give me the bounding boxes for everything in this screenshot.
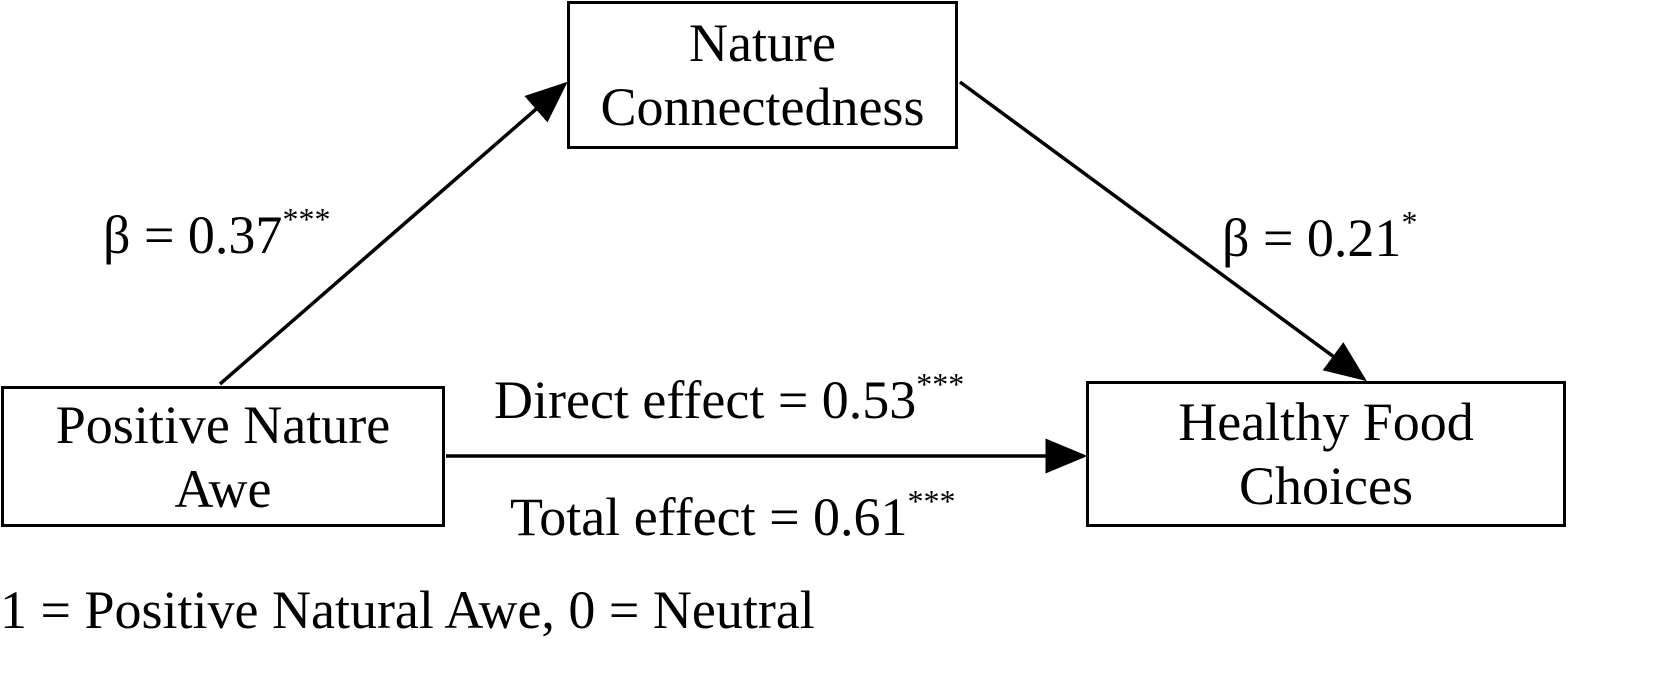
predictor-label-line-1: Positive Nature	[55, 394, 391, 455]
outcome-box-healthy-food-choices: Healthy Food Choices	[1086, 381, 1566, 527]
direct-effect-value: Direct effect = 0.53	[494, 370, 917, 430]
predictor-label-line-2: Awe	[174, 458, 272, 519]
mediator-label-line-2: Connectedness	[600, 77, 925, 137]
outcome-label-line-2: Choices	[1239, 456, 1413, 516]
outcome-label-line-1: Healthy Food	[1178, 392, 1474, 452]
total-effect-label: Total effect = 0.61***	[510, 485, 956, 547]
direct-effect-significance: ***	[916, 366, 965, 402]
arrow-predictor-to-mediator	[218, 81, 568, 386]
path-a-coefficient: β = 0.37***	[103, 203, 330, 265]
predictor-box-positive-nature-awe: Positive Nature Awe	[1, 386, 445, 527]
arrow-mediator-to-outcome	[958, 80, 1367, 382]
path-b-coefficient: β = 0.21*	[1222, 206, 1417, 268]
total-effect-significance: ***	[907, 483, 956, 519]
direct-effect-label: Direct effect = 0.53***	[494, 368, 964, 430]
path-a-significance: ***	[282, 201, 331, 237]
path-a-value: β = 0.37	[103, 205, 283, 265]
coding-note: 1 = Positive Natural Awe, 0 = Neutral	[0, 580, 815, 640]
path-b-value: β = 0.21	[1222, 208, 1402, 268]
mediator-label-line-1: Nature	[689, 13, 836, 73]
total-effect-value: Total effect = 0.61	[510, 487, 908, 547]
mediator-box-nature-connectedness: Nature Connectedness	[567, 1, 958, 149]
path-b-significance: *	[1401, 204, 1418, 240]
